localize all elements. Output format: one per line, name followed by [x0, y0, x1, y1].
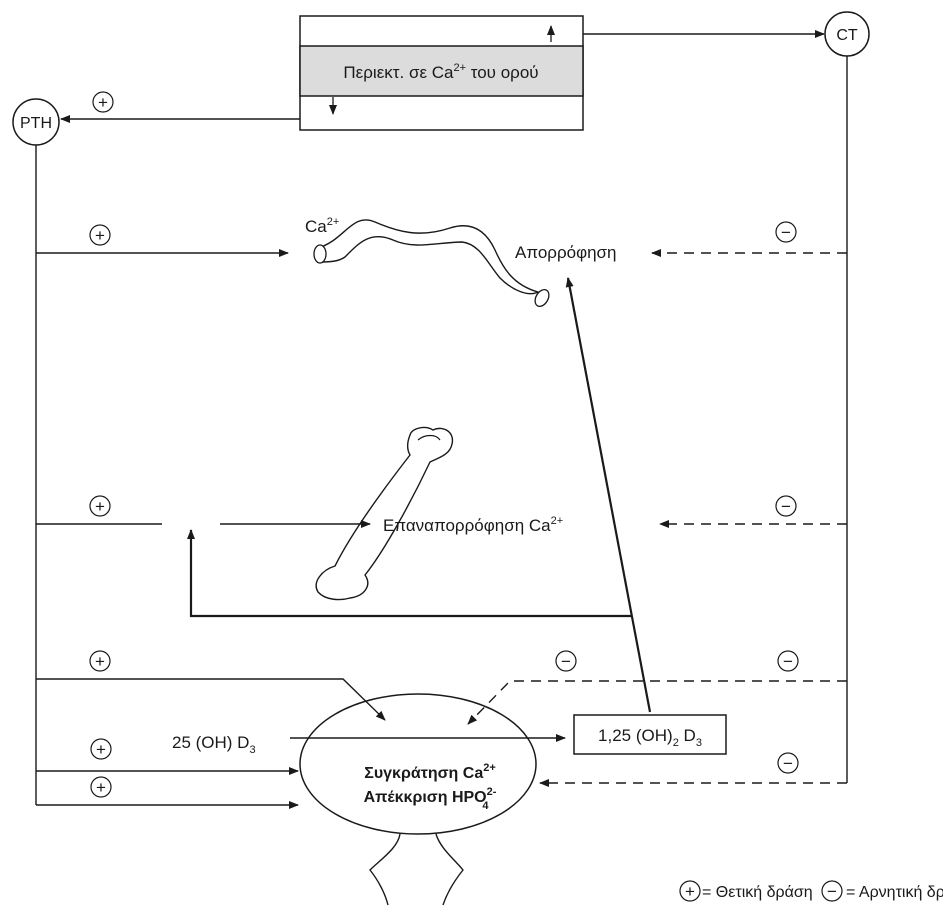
calcium-retention-label: Συγκράτηση Ca2+: [364, 762, 496, 782]
pth-node: PTH: [13, 99, 59, 145]
pth-to-kidney-arrow-1: [36, 679, 385, 720]
vitd-to-bone-feedback-arrow: [191, 530, 632, 616]
serum-calcium-box: Περιεκτ. σε Ca2+ του ορού: [300, 16, 583, 130]
serum-calcium-label: Περιεκτ. σε Ca2+ του ορού: [343, 62, 538, 82]
vitd-precursor-label: 25 (OH) D3: [172, 733, 256, 756]
svg-text:CT: CT: [836, 27, 858, 44]
minus-sign-intestine: −: [776, 222, 796, 242]
svg-text:−: −: [561, 652, 571, 671]
vitd-to-absorption-arrow: [568, 278, 650, 712]
svg-text:−: −: [783, 652, 793, 671]
svg-text:−: −: [827, 882, 837, 901]
legend-negative: − = Αρνητική δράση: [822, 881, 943, 901]
minus-sign-bone: −: [776, 496, 796, 516]
svg-text:−: −: [781, 497, 791, 516]
svg-text:+: +: [98, 93, 108, 112]
plus-sign-kidney-1: +: [90, 651, 110, 671]
svg-text:= Αρνητική δράση: = Αρνητική δράση: [846, 884, 943, 901]
bone-reabsorption-label: Επαναπορρόφηση Ca2+: [383, 515, 563, 535]
plus-sign-kidney-2: +: [91, 739, 111, 759]
svg-text:+: +: [95, 497, 105, 516]
bone-illustration: [316, 428, 452, 600]
svg-text:= Θετική δράση: = Θετική δράση: [702, 884, 813, 901]
intestine-ca-label: Ca2+: [305, 216, 339, 236]
legend: + = Θετική δράση − = Αρνητική δράση: [680, 881, 943, 901]
svg-text:−: −: [783, 754, 793, 773]
plus-sign-pth: +: [93, 92, 113, 112]
plus-sign-intestine: +: [90, 225, 110, 245]
minus-sign-kidney-2: −: [778, 651, 798, 671]
svg-text:+: +: [96, 740, 106, 759]
intestine-illustration: [314, 220, 552, 309]
svg-text:PTH: PTH: [20, 115, 52, 132]
svg-text:+: +: [95, 226, 105, 245]
svg-text:+: +: [95, 652, 105, 671]
minus-sign-kidney-3: −: [778, 753, 798, 773]
absorption-label: Απορρόφηση: [515, 243, 617, 262]
svg-text:−: −: [781, 223, 791, 242]
minus-sign-kidney-1: −: [556, 651, 576, 671]
ct-node: CT: [825, 12, 869, 56]
svg-text:+: +: [685, 882, 695, 901]
plus-sign-kidney-3: +: [91, 777, 111, 797]
legend-positive: + = Θετική δράση: [680, 881, 813, 901]
active-vitd-box: 1,25 (OH)2 D3: [574, 715, 726, 754]
plus-sign-bone: +: [90, 496, 110, 516]
svg-text:+: +: [96, 778, 106, 797]
